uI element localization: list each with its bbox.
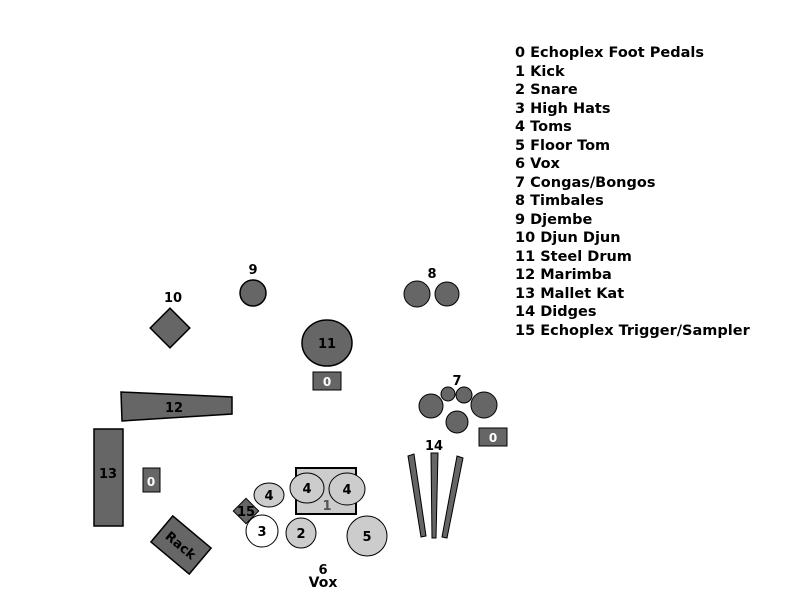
snare	[285, 517, 317, 549]
kick-number: 1	[322, 499, 331, 514]
high-hats	[245, 514, 279, 548]
echoplex-trigger-number: 15	[237, 505, 255, 520]
conga-right	[470, 391, 498, 419]
timbales-number: 8	[427, 267, 436, 282]
legend-item-9: 9 Djembe	[515, 211, 593, 228]
bongo-left	[440, 386, 456, 402]
tom-number: 4	[302, 482, 311, 497]
legend-item-14: 14 Didges	[515, 304, 597, 320]
legend-item-11: 11 Steel Drum	[515, 248, 632, 265]
echoplex-foot-pedal	[478, 427, 508, 447]
conga-front	[445, 410, 469, 434]
legend-item-15: 15 Echoplex Trigger/Sampler	[515, 322, 750, 339]
legend-item-8: 8 Timbales	[515, 193, 604, 209]
high-hats-number: 3	[257, 525, 266, 540]
legend-item-3: 3 High Hats	[515, 100, 611, 117]
rack-tom-right	[328, 472, 366, 506]
vox-number: 6	[318, 563, 327, 578]
legend-item-10: 10 Djun Djun	[515, 230, 621, 246]
legend-item-0: 0 Echoplex Foot Pedals	[515, 45, 704, 61]
legend-item-12: 12 Marimba	[515, 267, 612, 283]
marimba	[120, 391, 233, 422]
bongo-right	[455, 386, 473, 404]
echoplex-foot-pedal	[312, 371, 342, 391]
snare-number: 2	[296, 527, 305, 542]
floor-tom-number: 5	[362, 530, 371, 545]
congas-bongos-number: 7	[452, 374, 461, 389]
legend-item-2: 2 Snare	[515, 82, 578, 98]
steel-drum	[301, 319, 353, 367]
tom-number: 4	[342, 483, 351, 498]
rack	[149, 514, 213, 576]
timbale-right	[434, 281, 460, 307]
didge-right	[441, 455, 464, 539]
marimba-number: 12	[165, 401, 183, 416]
pedal-number: 0	[147, 475, 155, 489]
djembe-number: 9	[248, 263, 257, 278]
tom-small	[253, 482, 285, 508]
didges-number: 14	[425, 439, 443, 454]
vox-label: Vox	[309, 575, 338, 591]
tom-number: 4	[264, 489, 273, 504]
mallet-kat	[93, 428, 124, 527]
echoplex-trigger-sampler	[232, 497, 260, 525]
didge-center	[430, 452, 439, 539]
steel-drum-number: 11	[318, 337, 336, 352]
pedal-number: 0	[489, 431, 497, 445]
mallet-kat-number: 13	[99, 467, 117, 482]
conga-left	[418, 393, 444, 419]
legend-item-4: 4 Toms	[515, 119, 572, 135]
didge-left	[407, 453, 427, 538]
legend-item-1: 1 Kick	[515, 63, 565, 80]
rack-tom-left	[289, 472, 325, 504]
djembe	[239, 279, 267, 307]
legend-item-5: 5 Floor Tom	[515, 137, 611, 154]
legend-item-7: 7 Congas/Bongos	[515, 174, 656, 191]
djun-djun	[149, 307, 191, 349]
timbale-left	[403, 280, 431, 308]
floor-tom	[346, 515, 388, 557]
djun-djun-number: 10	[164, 291, 182, 306]
pedal-number: 0	[323, 375, 331, 389]
legend-item-13: 13 Mallet Kat	[515, 285, 625, 302]
echoplex-foot-pedal	[142, 467, 161, 493]
legend-item-6: 6 Vox	[515, 156, 560, 172]
legend: 0 Echoplex Foot Pedals 1 Kick 2 Snare 3 …	[515, 44, 750, 340]
